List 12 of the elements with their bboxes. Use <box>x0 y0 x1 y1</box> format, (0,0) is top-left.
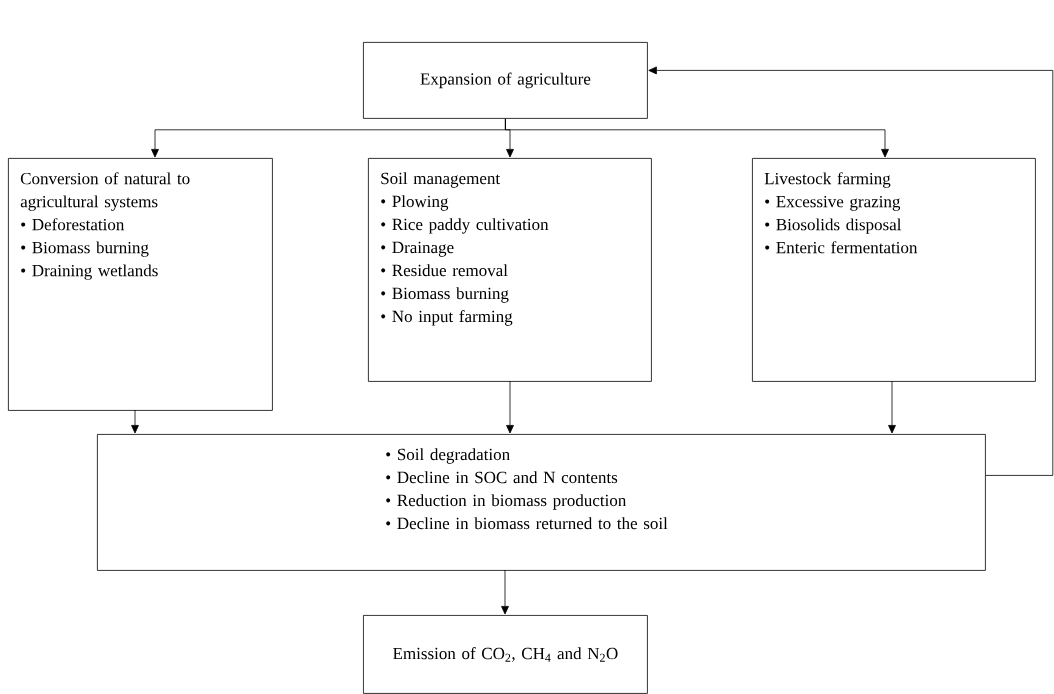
process-box: Emission of CO$_{2}$, CH$_{4}$ and N$_{2}$O <box>363 615 648 694</box>
process-box: Conversion of natural to agricultural systems • Deforestation • Biomass burning • Draining wetlands <box>8 158 273 411</box>
arrow <box>888 380 896 434</box>
arrow <box>131 409 139 434</box>
process-box: • Soil degradation • Decline in SOC and N contents • Reduction in biomass production • Decline in biomass returned to the soil <box>97 434 986 571</box>
process-box: Expansion of agriculture <box>363 42 648 119</box>
process-box: Soil management • Plowing • Rice paddy cultivation • Drainage • Residue removal • Biomass burning • No input farming <box>368 158 652 382</box>
process-box: Livestock farming • Excessive grazing • Biosolids disposal • Enteric fermentation <box>752 158 1036 382</box>
arrow <box>501 569 509 615</box>
arrow <box>506 380 514 434</box>
arrow <box>648 66 1054 476</box>
arrow <box>505 118 889 158</box>
